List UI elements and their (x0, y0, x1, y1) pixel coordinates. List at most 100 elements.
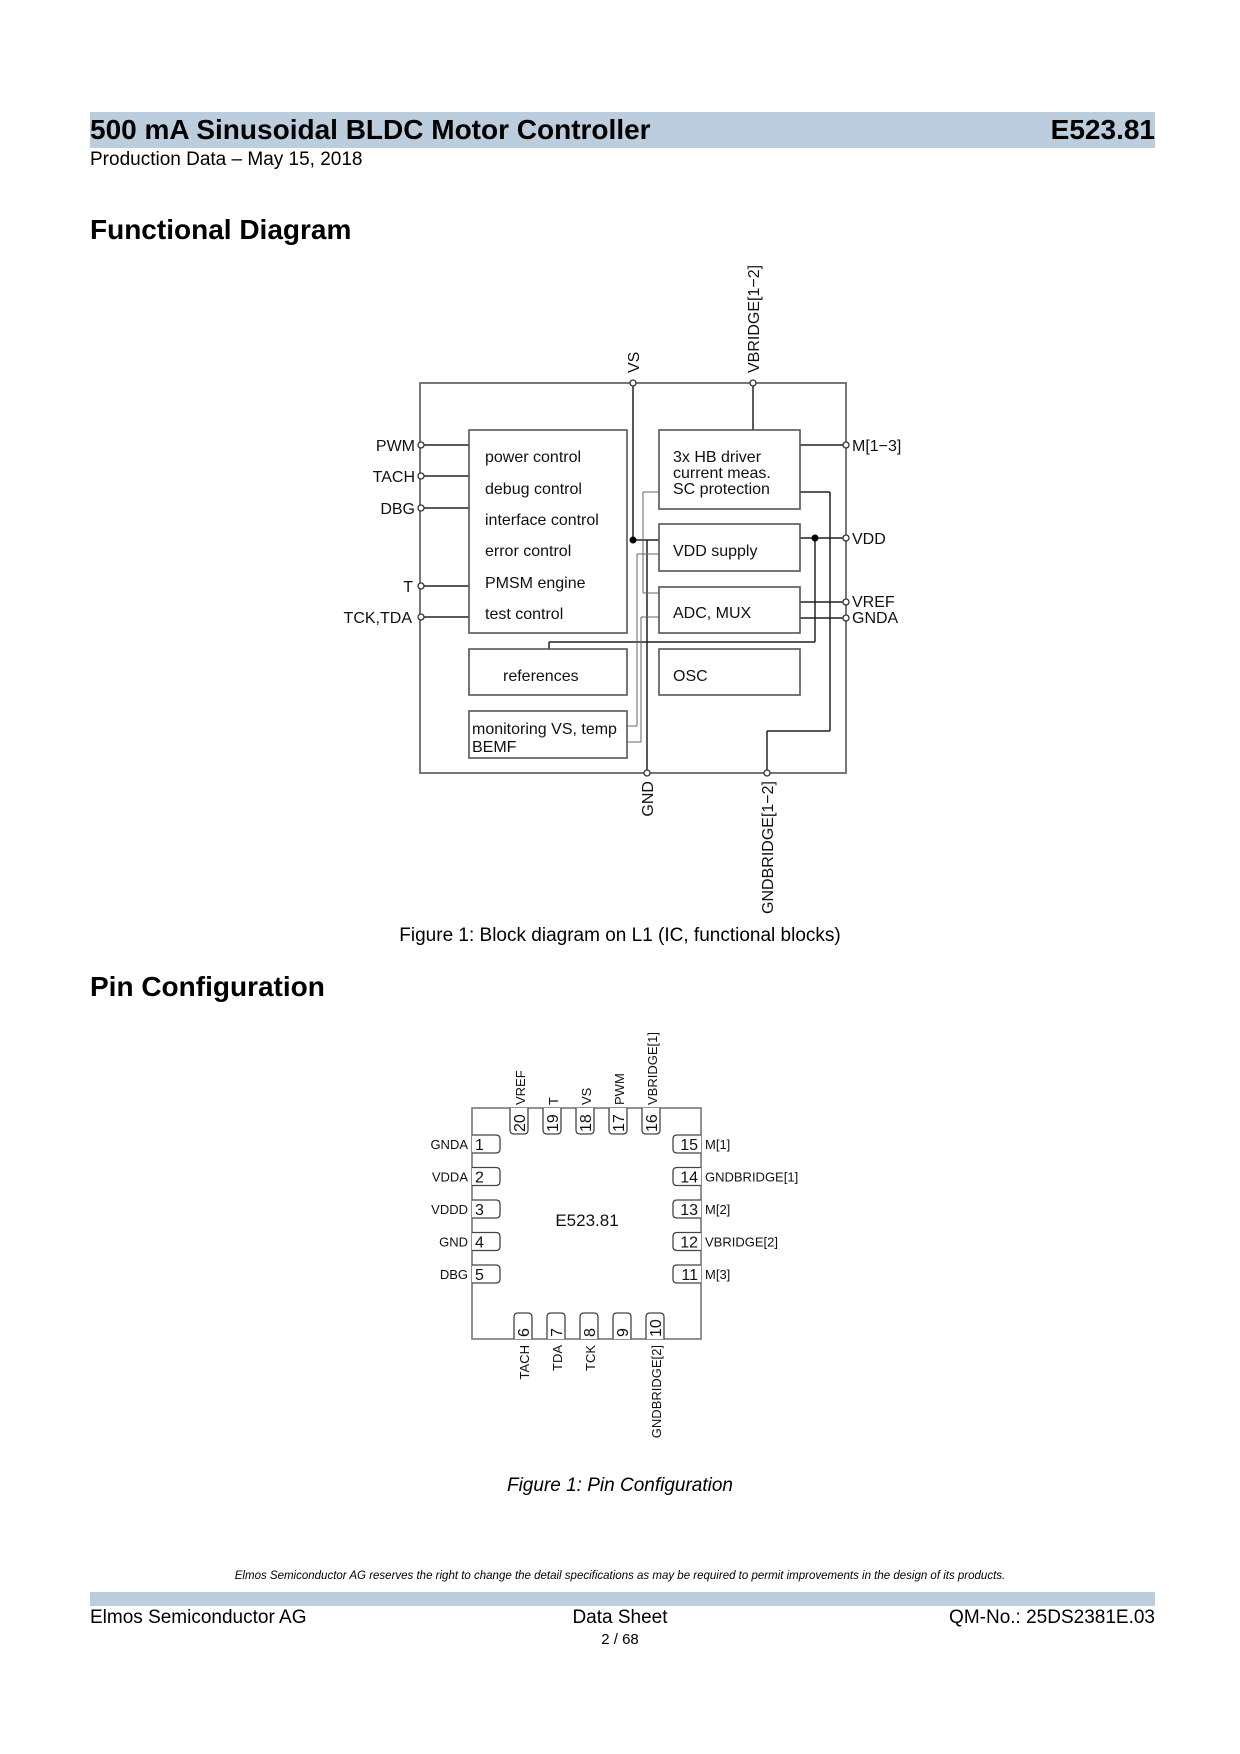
pin-label-tck-tda: TCK,TDA (344, 610, 413, 627)
pin-number: 11 (681, 1267, 698, 1284)
pin-name: GNDBRIDGE[2] (649, 1345, 664, 1438)
control-line: test control (485, 606, 563, 623)
osc-block (658, 648, 801, 696)
references-label: references (503, 668, 579, 685)
pin-number: 7 (549, 1328, 566, 1337)
osc-label: OSC (673, 668, 708, 685)
section-title-functional-diagram: Functional Diagram (90, 214, 352, 245)
pin-pad (672, 1264, 701, 1284)
pin-name: M[3] (705, 1267, 730, 1282)
control-line: error control (485, 543, 571, 560)
vdd-supply-label: VDD supply (673, 543, 757, 560)
footer-doc-type: Data Sheet (572, 1607, 668, 1628)
adc-mux-label: ADC, MUX (673, 605, 752, 622)
pin-number: 4 (475, 1235, 484, 1252)
control-line: PMSM engine (485, 575, 586, 592)
pin-pad (645, 1312, 665, 1339)
pin-pad (612, 1312, 632, 1339)
pin-name: VS (579, 1087, 594, 1105)
pin-configuration-caption: Figure 1: Pin Configuration (506, 1475, 733, 1496)
document-subtitle: Production Data – May 15, 2018 (90, 149, 363, 170)
footer-qm-number: QM-No.: 25DS2381E.03 (949, 1607, 1155, 1628)
pin-number: 10 (648, 1319, 665, 1337)
pin-pad (641, 1108, 661, 1135)
pin-number: 19 (545, 1114, 562, 1132)
pin-name: DBG (440, 1267, 468, 1282)
pin-number: 2 (475, 1170, 484, 1187)
pin-pad (513, 1312, 533, 1339)
pin-pad (672, 1199, 701, 1219)
pin-pad (472, 1231, 501, 1252)
document-title: 500 mA Sinusoidal BLDC Motor Controller (90, 114, 651, 145)
control-line: interface control (485, 512, 599, 529)
pin-label-gnda: GNDA (852, 610, 899, 627)
pin-number: 8 (582, 1328, 599, 1337)
pin-name: M[2] (705, 1202, 730, 1217)
pin-number: 20 (512, 1114, 529, 1132)
footer-bar (90, 1592, 1155, 1606)
pin-pad (546, 1312, 566, 1339)
pin-pad (472, 1264, 501, 1284)
pin-pad (608, 1108, 628, 1135)
pin-pad (579, 1312, 599, 1339)
pin-pad (672, 1231, 701, 1252)
pin-name: TACH (517, 1345, 532, 1379)
pin-number: 18 (578, 1114, 595, 1132)
disclaimer: Elmos Semiconductor AG reserves the righ… (234, 1570, 1006, 1582)
pin-name: TDA (550, 1345, 565, 1371)
monitoring-line: monitoring VS, temp (472, 721, 617, 738)
pin-number: 13 (680, 1202, 698, 1219)
pin-number: 6 (516, 1328, 533, 1337)
control-line: debug control (485, 481, 582, 498)
driver-line: 3x HB driver (673, 449, 762, 466)
chip-label: E523.81 (555, 1211, 618, 1230)
pin-pad (472, 1134, 501, 1154)
pin-name: VREF (513, 1070, 528, 1105)
references-block (468, 648, 628, 696)
pin-number: 14 (680, 1170, 698, 1187)
pin-pad (542, 1108, 562, 1135)
product-id: E523.81 (1050, 114, 1155, 145)
pin-label-vbridge: VBRIDGE[1−2] (746, 265, 763, 373)
pin-name: TCK (583, 1345, 598, 1371)
pin-label-gndbridge: GNDBRIDGE[1−2] (760, 781, 777, 914)
pin-pad (672, 1166, 701, 1187)
driver-line: SC protection (673, 481, 770, 498)
pin-label-gnd: GND (640, 781, 657, 817)
pin-name: M[1] (705, 1137, 730, 1152)
pin-name: T (546, 1097, 561, 1105)
pin-name: VDDA (432, 1170, 468, 1185)
pin-pad (472, 1199, 501, 1219)
vdd-supply-block (658, 523, 801, 572)
pin-name: GND (439, 1235, 468, 1250)
pin-name: VDDD (431, 1202, 468, 1217)
pin-number: 1 (475, 1137, 484, 1154)
footer-company: Elmos Semiconductor AG (90, 1607, 307, 1628)
control-block (468, 429, 628, 634)
pin-label-pwm: PWM (376, 438, 415, 455)
pin-name: PWM (612, 1073, 627, 1105)
monitoring-block (468, 710, 628, 759)
pin-number: 17 (611, 1114, 628, 1132)
pin-number: 12 (680, 1235, 698, 1252)
pin-pad (509, 1108, 529, 1135)
pin-label-vdd: VDD (852, 531, 886, 548)
pin-name: VBRIDGE[1] (645, 1032, 660, 1105)
adc-mux-block (658, 586, 801, 634)
pin-number: 5 (475, 1267, 484, 1284)
pin-label-t: T (403, 579, 413, 596)
pin-label-tach: TACH (373, 469, 415, 486)
control-line: power control (485, 449, 581, 466)
block-diagram: power control debug control interface co… (344, 265, 902, 914)
page-number: 2 / 68 (601, 1631, 639, 1648)
pin-label-vs: VS (626, 352, 643, 373)
pin-number: 16 (644, 1114, 661, 1132)
pin-name: GNDBRIDGE[1] (705, 1170, 798, 1185)
chip-outline (471, 1107, 702, 1340)
pin-label-m: M[1−3] (852, 438, 901, 455)
pin-name: GNDA (430, 1137, 468, 1152)
pin-label-vref: VREF (852, 594, 895, 611)
pin-number: 9 (615, 1328, 632, 1337)
driver-line: current meas. (673, 465, 771, 482)
